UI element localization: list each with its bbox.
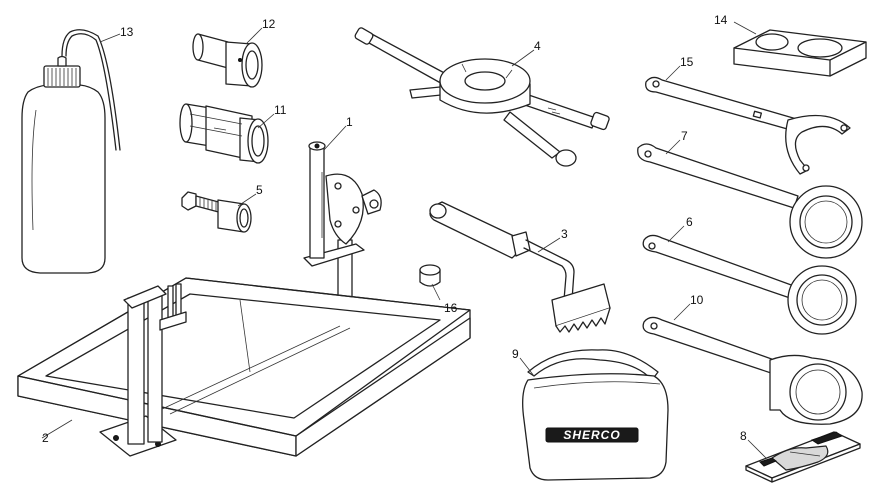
leader-9 [519, 357, 535, 377]
callout-8: 8 [740, 429, 747, 443]
leader-7 [665, 139, 681, 155]
leader-16 [431, 283, 441, 301]
leader-13 [99, 33, 121, 43]
brand-text: SHERCO [563, 428, 620, 442]
callout-11: 11 [274, 103, 287, 117]
callout-14: 14 [714, 13, 728, 27]
callout-10: 10 [690, 293, 704, 307]
wash-bottle [21, 29, 121, 274]
sleeve-tool-12 [192, 33, 263, 88]
leader-10 [673, 303, 691, 321]
ring-wrench-7 [637, 143, 863, 259]
leader-lines [41, 21, 767, 459]
leader-11 [257, 113, 275, 129]
callout-2: 2 [42, 431, 49, 445]
callout-4: 4 [534, 39, 541, 53]
callout-5: 5 [256, 183, 263, 197]
leader-3 [537, 237, 561, 253]
leader-8 [747, 439, 767, 459]
leader-4 [511, 49, 535, 67]
callout-15: 15 [680, 55, 694, 69]
hook-wrench-15 [645, 76, 851, 175]
block-14 [733, 29, 867, 77]
leader-15 [665, 65, 681, 81]
leader-14 [733, 21, 757, 35]
callout-3: 3 [561, 227, 568, 241]
callout-6: 6 [686, 215, 693, 229]
tray-2 [17, 277, 471, 457]
tool-bag-9: SHERCO [522, 349, 669, 481]
sleeve-tool-11 [179, 103, 269, 164]
callouts: 1 2 3 4 5 6 7 8 9 10 11 12 13 14 15 16 [42, 13, 747, 445]
callout-1: 1 [346, 115, 353, 129]
callout-7: 7 [681, 129, 688, 143]
tray-stand [99, 283, 187, 457]
holding-tool-4 [354, 27, 610, 167]
leader-1 [323, 125, 347, 151]
bolt-tool-5 [181, 191, 252, 233]
leader-5 [237, 193, 257, 207]
callout-13: 13 [120, 25, 134, 39]
leader-6 [667, 225, 685, 243]
manual-book-8 [745, 431, 861, 483]
callout-12: 12 [262, 17, 276, 31]
ring-wrench-10 [642, 316, 863, 425]
leader-12 [245, 27, 263, 45]
handle-tool-3 [429, 201, 611, 333]
cap-16 [419, 264, 441, 287]
ring-wrench-6 [642, 234, 857, 335]
leader-2 [41, 419, 73, 439]
callout-16: 16 [444, 301, 458, 315]
callout-9: 9 [512, 347, 519, 361]
